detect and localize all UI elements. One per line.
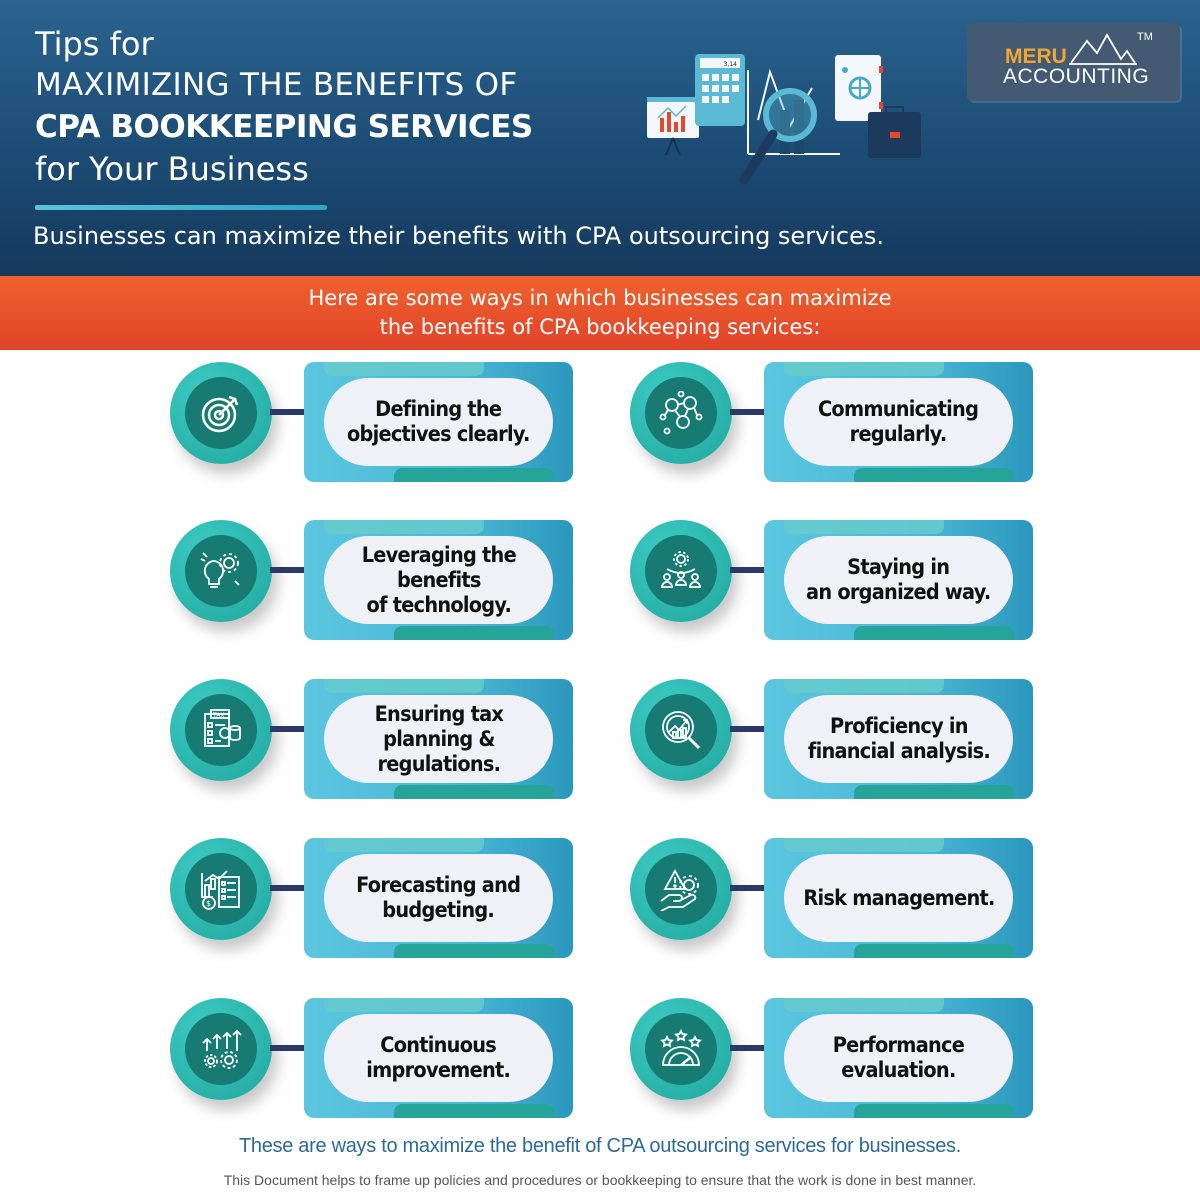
intro-banner: Here are some ways in which businesses c…: [0, 276, 1200, 350]
tip-leveraging-technology: Leveraging the benefits of technology.: [160, 508, 573, 640]
tip-continuous-improvement: Continuous improvement.: [160, 986, 573, 1118]
tip-forecasting-budgeting: $ Forecasting and budgeting.: [160, 826, 573, 958]
tip-risk-management: Risk management.: [620, 826, 1033, 958]
svg-text:3,14: 3,14: [724, 61, 738, 68]
tip-label: Proficiency in financial analysis.: [807, 714, 990, 763]
title-line-3: CPA BOOKKEEPING SERVICES: [35, 109, 533, 145]
page-title: Tips for MAXIMIZING THE BENEFITS OF CPA …: [35, 24, 533, 190]
connector: [270, 409, 304, 415]
tip-financial-analysis: Proficiency in financial analysis.: [620, 667, 1033, 799]
connector: [730, 409, 764, 415]
banner-line-1: Here are some ways in which businesses c…: [308, 286, 892, 310]
tip-label: Communicating regularly.: [818, 397, 979, 446]
tip-label: Staying in an organized way.: [806, 555, 991, 604]
gauge-stars-icon: [660, 1028, 702, 1066]
title-line-4: for Your Business: [35, 150, 309, 188]
connector: [730, 885, 764, 891]
tip-performance-evaluation: Performance evaluation.: [620, 986, 1033, 1118]
hand-warning-gear-icon: [660, 869, 699, 911]
connector: [270, 885, 304, 891]
closing-statement: These are ways to maximize the benefit o…: [238, 1135, 962, 1157]
header: Tips for MAXIMIZING THE BENEFITS OF CPA …: [0, 0, 1200, 276]
tip-label: Defining the objectives clearly.: [347, 397, 530, 446]
budget-chart-icon: $: [201, 870, 240, 910]
connector: [270, 726, 304, 732]
tip-label: Leveraging the benefits of technology.: [361, 542, 516, 617]
tax-document-icon: TAX: [204, 709, 241, 747]
mountain-logo-icon: [1069, 33, 1137, 65]
tip-label: Performance evaluation.: [832, 1033, 965, 1082]
magnifier-chart-icon: [662, 711, 701, 750]
target-icon: [201, 395, 239, 433]
network-people-icon: [659, 391, 703, 435]
tips-grid: Defining the objectives clearly. Communi…: [0, 350, 1200, 1130]
tip-label: Forecasting and budgeting.: [356, 873, 521, 922]
lightbulb-gear-icon: [200, 552, 240, 588]
connector: [270, 1045, 304, 1051]
tip-label: Continuous improvement.: [366, 1033, 512, 1082]
connector: [730, 1045, 764, 1051]
tip-communicating: Communicating regularly.: [620, 350, 1033, 482]
trademark: TM: [1137, 31, 1153, 43]
connector: [730, 726, 764, 732]
title-line-2: MAXIMIZING THE BENEFITS OF: [35, 67, 518, 103]
finance-illustration-icon: 3,14: [647, 54, 921, 185]
banner-line-2: the benefits of CPA bookkeeping services…: [379, 315, 821, 339]
logo-brand: MERU: [1005, 45, 1067, 68]
footnote: This Document helps to frame up policies…: [223, 1172, 977, 1188]
svg-text:TAX: TAX: [212, 712, 224, 719]
tip-staying-organized: Staying in an organized way.: [620, 508, 1033, 640]
title-line-1: Tips for: [35, 25, 154, 63]
title-underline: [35, 205, 327, 210]
tip-label: Ensuring tax planning & regulations.: [374, 701, 503, 776]
arrows-gears-icon: [202, 1029, 242, 1069]
subtitle: Businesses can maximize their benefits w…: [33, 222, 885, 250]
team-gear-icon: [661, 551, 701, 588]
logo-name: ACCOUNTING: [1003, 65, 1150, 88]
tip-defining-objectives: Defining the objectives clearly.: [160, 350, 573, 482]
tip-tax-planning: TAX Ensuring tax planning & regulations.: [160, 667, 573, 799]
connector: [730, 567, 764, 573]
svg-text:$: $: [206, 899, 211, 908]
meru-accounting-logo: MERU TM ACCOUNTING: [967, 23, 1180, 101]
tip-label: Risk management.: [802, 885, 995, 910]
connector: [270, 567, 304, 573]
